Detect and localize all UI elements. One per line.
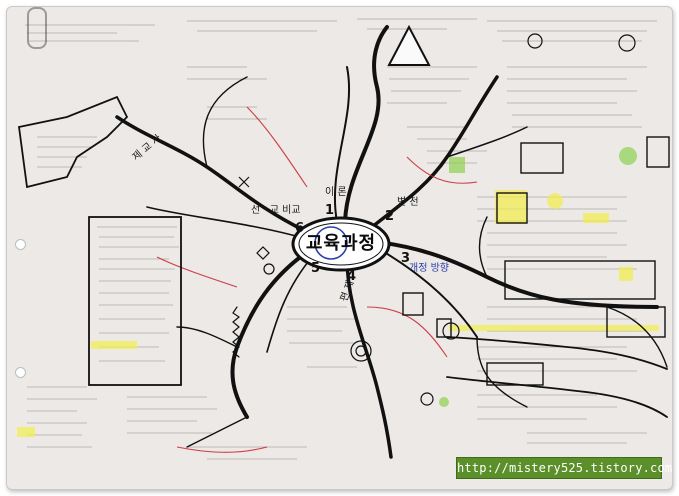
- punch-hole-icon: [15, 367, 26, 378]
- binder-ring-icon: [27, 7, 47, 49]
- mind-map-drawing: [17, 18, 670, 460]
- punch-hole-icon: [15, 239, 26, 250]
- main-branches: [115, 25, 668, 459]
- branch-number-4: 4: [347, 269, 357, 284]
- red-ink-links: [156, 106, 478, 453]
- doodle-icons: [238, 33, 636, 406]
- branch-label-1: 이 론: [325, 187, 347, 198]
- branch-number-6: 6: [295, 221, 305, 236]
- site-url-watermark: http://mistery525.tistory.com: [456, 457, 672, 479]
- top-left-box: [17, 95, 129, 189]
- triangle-icon: [387, 24, 431, 66]
- center-node: [291, 216, 391, 272]
- branch-label-3: 개정 방향: [409, 263, 449, 274]
- left-notes-panel: [88, 216, 182, 386]
- branch-number-3: 3: [401, 251, 411, 266]
- center-title: 교육과정: [305, 233, 377, 254]
- branch-number-2: 2: [385, 209, 395, 224]
- branch-label-2: 변 천: [397, 197, 419, 208]
- notebook-page: 교육과정 1 2 3 4 5 6 이 론 변 천 개정 방향 편 제 선 · 교…: [6, 6, 673, 490]
- branch-number-5: 5: [311, 261, 321, 276]
- branch-label-6: 선 · 교 비교: [251, 205, 301, 216]
- right-side-boxes: [402, 136, 670, 386]
- branch-number-1: 1: [325, 203, 335, 218]
- highlights: [17, 147, 659, 437]
